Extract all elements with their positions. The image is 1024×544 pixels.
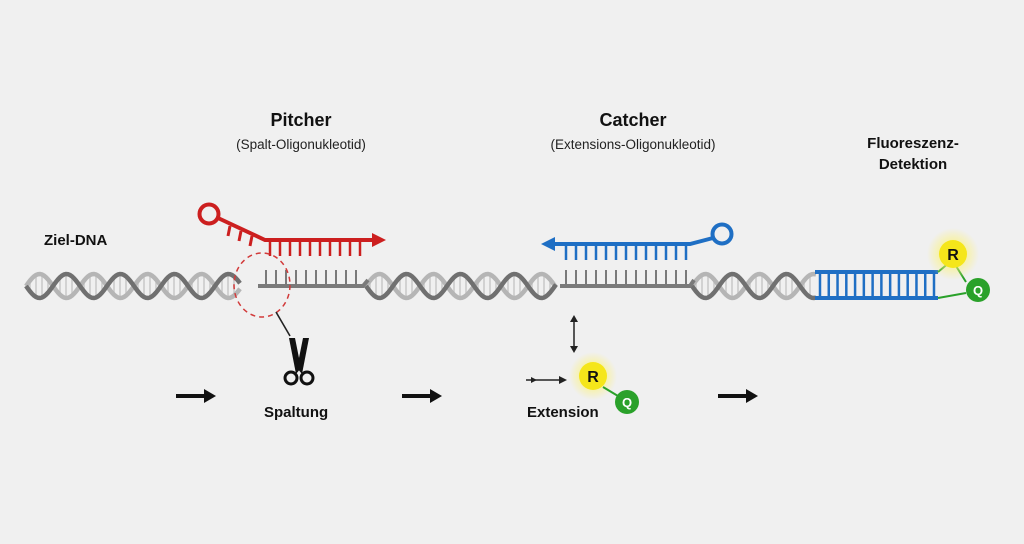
- quencher-label: Q: [622, 395, 632, 410]
- extension-probe: R Q: [569, 352, 639, 414]
- final-quencher-icon: [966, 278, 990, 302]
- cleavage-label: Spaltung: [264, 404, 329, 421]
- reporter-icon: [579, 362, 607, 390]
- dna-helix-segment-middle: [364, 271, 558, 301]
- unwound-strand-catcher: [560, 270, 696, 288]
- step-arrow-icon-1: [176, 389, 216, 403]
- pitcher-subtitle: (Spalt-Oligonukleotid): [236, 137, 366, 152]
- cleavage-site-marker: [233, 252, 291, 318]
- catcher-title: Catcher: [599, 110, 667, 130]
- pitcher-arrowhead: [372, 233, 386, 247]
- reporter-label: R: [587, 369, 599, 386]
- pitcher-oligo: [197, 202, 386, 256]
- scissors-icon: [283, 338, 315, 386]
- extension-horizontal-arrow: [526, 376, 567, 384]
- catcher-oligo: [541, 222, 734, 260]
- dna-helix-segment-left: [24, 271, 242, 301]
- final-quencher-label: Q: [973, 283, 983, 298]
- fluorescence-title-line2: Detektion: [878, 156, 948, 173]
- catcher-arrowhead: [541, 237, 555, 251]
- dna-helix-segment-right: [690, 271, 817, 301]
- extension-label: Extension: [527, 404, 599, 421]
- fluorescence-duplex: R Q: [815, 228, 990, 302]
- fluorescence-title-line1: Fluoreszenz-: [867, 135, 959, 152]
- final-reporter-icon: [939, 240, 967, 268]
- step-arrow-icon-2: [402, 389, 442, 403]
- step-arrow-icon-3: [718, 389, 758, 403]
- final-reporter-label: R: [947, 247, 959, 264]
- unwound-strand-pitcher: [258, 270, 370, 288]
- quencher-icon: [615, 390, 639, 414]
- pitcher-title: Pitcher: [270, 110, 332, 130]
- catcher-subtitle: (Extensions-Oligonukleotid): [550, 137, 716, 152]
- cleavage-pointer-line: [275, 311, 291, 337]
- extension-vertical-arrow: [570, 315, 578, 353]
- target-dna-label: Ziel-DNA: [44, 232, 108, 249]
